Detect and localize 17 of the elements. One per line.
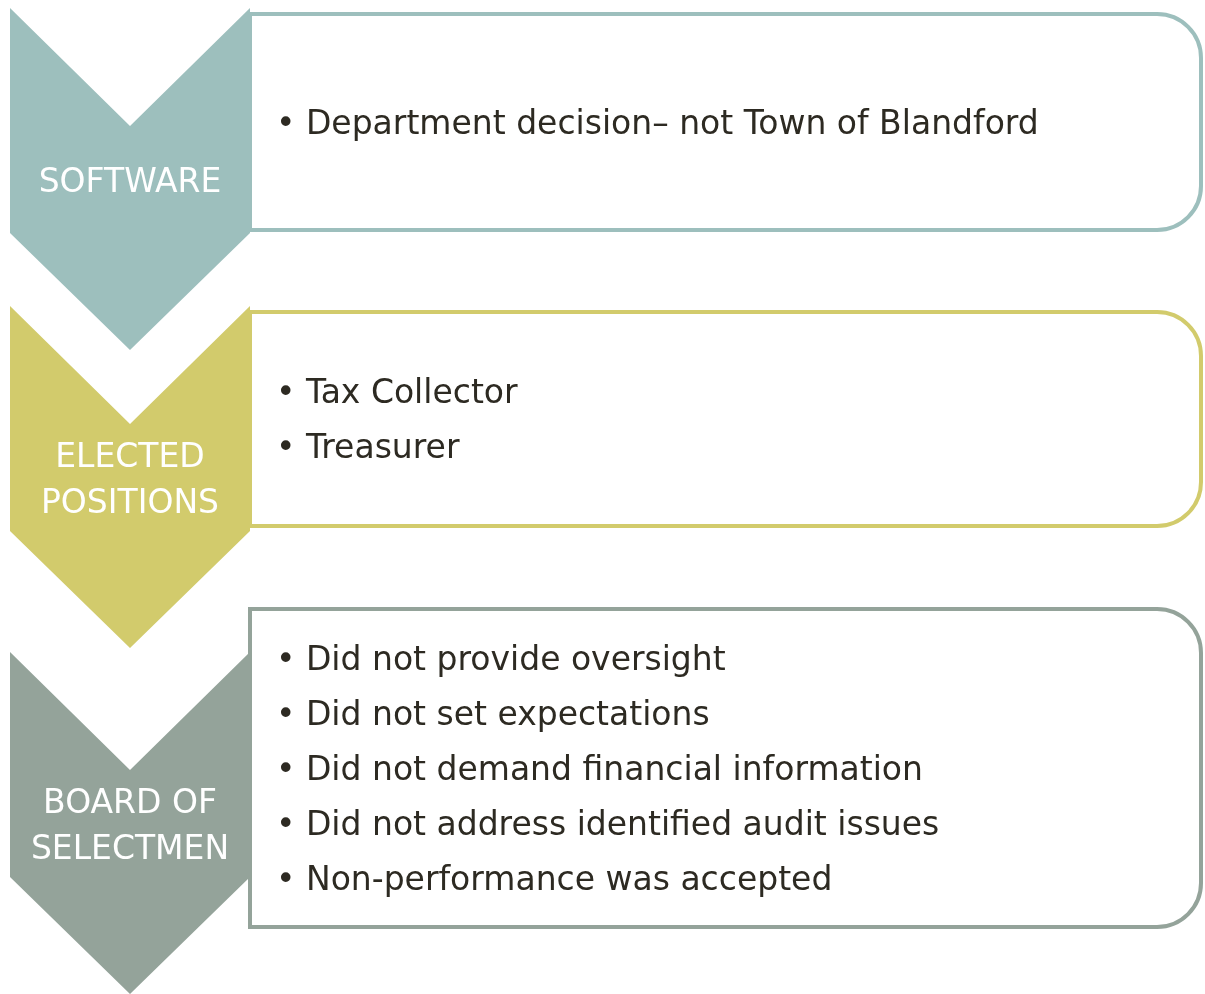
content-box [248, 607, 1203, 929]
chevron-label: SOFTWARE [38, 160, 222, 202]
bullet-item: • Treasurer [276, 426, 461, 468]
bullet-item: • Non-performance was accepted [276, 857, 834, 900]
content-box [248, 12, 1203, 232]
bullet-item: • Did not set expectations [276, 692, 711, 735]
content-box [248, 310, 1203, 528]
chevron-label: BOARD OF SELECTMEN [29, 781, 231, 869]
bullet-item: • Tax Collector [276, 371, 519, 413]
chevron-shape [10, 652, 250, 994]
bullet-item: • Did not address identified audit issues [276, 802, 941, 845]
chevron-shape [10, 306, 250, 648]
chevron-shape [10, 8, 250, 350]
bullet-item: • Did not provide oversight [276, 637, 727, 680]
bullet-item: • Did not demand financial information [276, 747, 924, 790]
chevron-label: ELECTED POSITIONS [39, 435, 221, 523]
bullet-item: • Department decision– not Town of Blandford [276, 101, 1040, 144]
